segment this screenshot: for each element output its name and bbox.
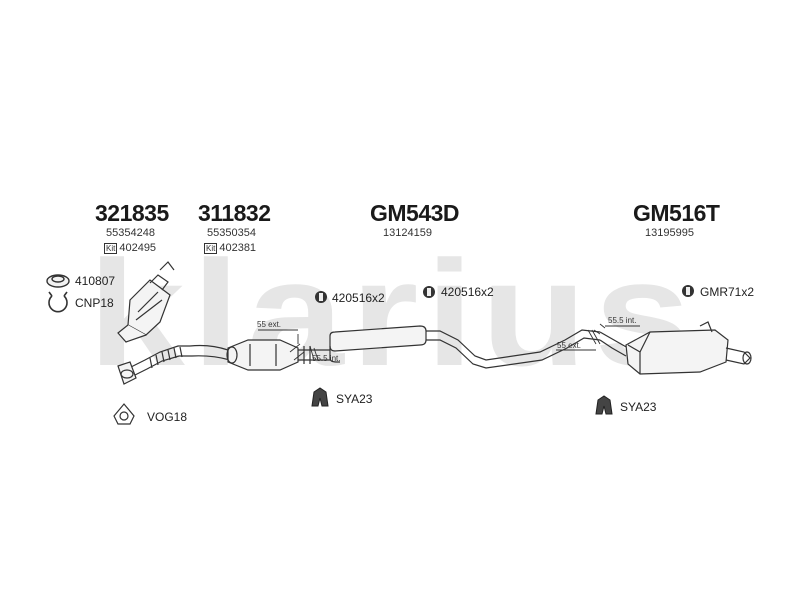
- mount-icon: [311, 387, 329, 407]
- mount-icon-2: [595, 395, 613, 415]
- clamp-icon: [48, 291, 68, 313]
- part-number-311832: 311832: [198, 200, 271, 226]
- kit-value: 402495: [119, 242, 157, 254]
- ring-label: 410807: [75, 274, 116, 288]
- part-number-gm543d: GM543D: [370, 200, 460, 226]
- clamp-label: CNP18: [75, 296, 114, 310]
- dimension-label-2: 55.5 int.: [312, 354, 341, 363]
- rubber-icon: [682, 285, 694, 297]
- oem-number-321835: 55354248: [106, 227, 155, 239]
- gasket-icon: [113, 403, 135, 425]
- rear-silencer-drawing: [599, 321, 752, 375]
- bolt-label-1: 420516x2: [332, 291, 385, 305]
- kit-number-311832: Kit 402381: [204, 242, 256, 254]
- mount-label-2: SYA23: [620, 400, 657, 414]
- gasket-label: VOG18: [147, 410, 188, 424]
- centre-silencer-drawing: [318, 325, 601, 369]
- brand-watermark: klarius: [88, 229, 698, 397]
- oem-number-gm543d: 13124159: [383, 227, 432, 239]
- front-pipe-drawing: [117, 344, 231, 385]
- dimension-label-1: 55 ext.: [257, 320, 282, 329]
- part-number-321835: 321835: [95, 200, 169, 226]
- dimension-label-3: 55.5 int.: [608, 316, 637, 325]
- bolt-icon-2: [423, 286, 435, 298]
- kit-badge: Kit: [104, 242, 118, 254]
- oem-number-gm516t: 13195995: [645, 227, 694, 239]
- ring-icon: [46, 274, 70, 288]
- kit-badge: Kit: [204, 242, 218, 254]
- oem-number-311832: 55350354: [207, 227, 256, 239]
- catalytic-converter-drawing: [226, 339, 318, 371]
- kit-value: 402381: [219, 242, 257, 254]
- part-number-gm516t: GM516T: [633, 200, 720, 226]
- dimension-label-4: 55 ext.: [557, 341, 582, 350]
- bolt-icon: [315, 291, 327, 303]
- kit-number-321835: Kit 402495: [104, 242, 156, 254]
- manifold-catalyst-drawing: [117, 261, 175, 343]
- dimension-marks: [258, 323, 640, 361]
- rubber-label: GMR71x2: [700, 285, 755, 299]
- bolt-label-2: 420516x2: [441, 285, 494, 299]
- mount-label-1: SYA23: [336, 392, 373, 406]
